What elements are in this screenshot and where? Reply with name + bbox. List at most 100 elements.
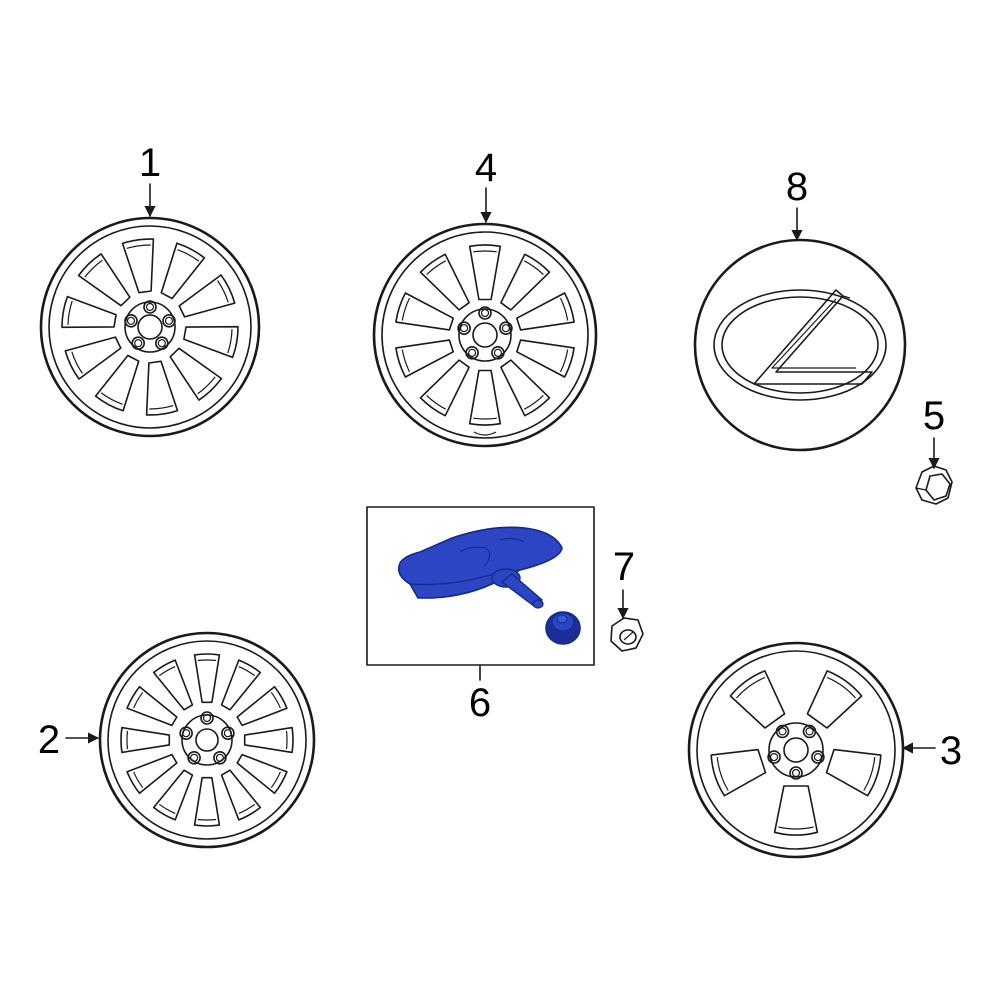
wheel-2[interactable]	[98, 631, 316, 849]
spoke-window-inner	[401, 297, 411, 321]
spoke-window-inner	[217, 280, 229, 303]
spoke-window	[183, 325, 239, 359]
callout-2: 2	[38, 718, 60, 762]
spoke-window-inner	[133, 771, 144, 789]
spoke-window	[500, 253, 551, 311]
spoke-window	[236, 685, 288, 727]
spoke-window	[126, 685, 178, 727]
callout-6: 6	[469, 681, 491, 725]
spoke-window-inner	[716, 757, 729, 791]
wheel-4-spokes	[395, 244, 575, 426]
spoke-window-inner	[826, 676, 856, 699]
spoke-window	[193, 776, 221, 827]
spoke-window	[516, 339, 575, 378]
spoke-window-inner	[426, 394, 446, 410]
wheel-1-spokes	[61, 238, 239, 416]
lug-hole	[457, 321, 471, 336]
spoke-window-inner	[270, 771, 281, 789]
spoke-window	[152, 659, 194, 711]
wheel-4[interactable]	[372, 222, 598, 448]
leader-lines	[65, 183, 940, 754]
spoke-window	[243, 726, 294, 754]
callout-4: 4	[475, 146, 497, 190]
spoke-window	[419, 359, 470, 417]
spoke-window	[61, 295, 117, 329]
spoke-window-inner	[778, 826, 814, 830]
tpms-sensor-box-6[interactable]	[366, 506, 595, 666]
lug-hole-inner	[126, 316, 136, 325]
spoke-window-inner	[71, 351, 83, 374]
lug-hole	[465, 345, 479, 360]
spoke-window	[64, 336, 122, 380]
spoke-window-inner	[863, 757, 876, 791]
spoke-window	[516, 292, 575, 331]
lug-hole	[143, 300, 157, 314]
lug-hole	[499, 321, 513, 336]
lug-hole	[187, 750, 201, 765]
spoke-window	[126, 753, 178, 795]
spoke-window-inner	[126, 730, 129, 750]
lug-hole	[811, 750, 825, 764]
spoke-window	[145, 360, 179, 416]
lug-hole	[131, 336, 145, 351]
lug-hole-inner	[157, 339, 166, 348]
lug-hole	[124, 313, 138, 328]
spoke-window	[178, 274, 236, 318]
lug-hole-inner	[190, 753, 199, 762]
spoke-window-inner	[197, 659, 217, 662]
lug-hole-inner	[182, 729, 191, 738]
spoke-window-inner	[426, 260, 446, 276]
spoke-window-inner	[285, 730, 288, 750]
lug-hole	[179, 726, 193, 741]
spoke-window	[710, 748, 767, 797]
callout-8: 8	[786, 165, 808, 209]
lug-hole	[789, 766, 803, 780]
callout-1: 1	[139, 141, 161, 185]
lug-hole	[213, 750, 227, 765]
lug-hole-inner	[493, 348, 502, 357]
wheel-3[interactable]	[687, 641, 905, 859]
center-cap-8[interactable]	[693, 238, 907, 452]
spoke-window	[94, 354, 140, 412]
lug-hole	[478, 306, 492, 320]
spoke-window-inner	[270, 691, 281, 709]
lexus-emblem-icon	[753, 289, 873, 385]
lug-hole	[162, 313, 176, 328]
spoke-window-inner	[100, 392, 123, 405]
wheel-3-spokes	[710, 670, 882, 836]
lug-hole	[491, 345, 505, 360]
lug-hole-inner	[778, 727, 787, 736]
valve-nut-7[interactable]	[610, 617, 644, 652]
spoke-window-inner	[67, 300, 73, 325]
spoke-window-inner	[736, 676, 766, 699]
spoke-window	[468, 369, 502, 426]
spoke-window-inner	[524, 260, 544, 276]
spoke-window-inner	[84, 259, 103, 278]
lug-hole-inner	[791, 768, 801, 778]
spoke-window-inner	[524, 394, 544, 410]
spoke-window	[220, 769, 262, 821]
spoke-window-inner	[197, 376, 216, 395]
spoke-window-inner	[149, 405, 174, 410]
spoke-window	[468, 244, 502, 301]
lug-hole	[775, 724, 790, 739]
wheel-1[interactable]	[39, 216, 261, 438]
spoke-window-inner	[177, 249, 200, 262]
spoke-window	[120, 726, 171, 754]
lug-hole-inner	[480, 308, 490, 318]
lug-hole	[200, 711, 214, 725]
spoke-window-inner	[559, 297, 569, 321]
tpms-sensor-icon	[397, 526, 581, 645]
spoke-window-inner	[473, 250, 497, 253]
callout-7: 7	[613, 545, 635, 589]
lug-hole-inner	[501, 324, 510, 333]
spoke-window	[773, 785, 819, 836]
callout-5: 5	[923, 394, 945, 438]
spoke-window	[395, 339, 454, 378]
lug-hole-inner	[202, 713, 212, 723]
lug-hole-inner	[813, 752, 823, 762]
lug-nut-5[interactable]	[915, 465, 953, 505]
wheel-2-spokes	[120, 653, 294, 827]
spoke-window	[169, 347, 223, 401]
